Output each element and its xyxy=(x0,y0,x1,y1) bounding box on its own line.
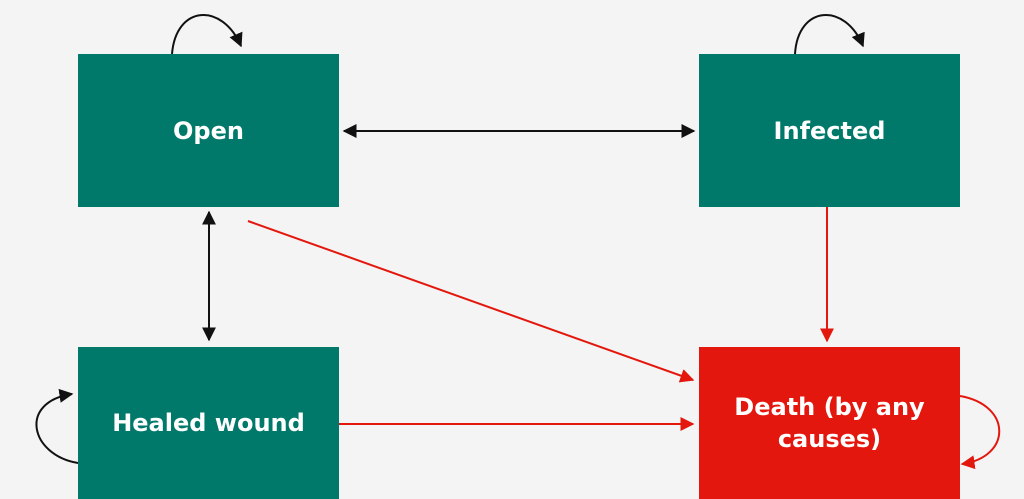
state-death: Death (by any causes) xyxy=(699,347,960,499)
state-healed-wound-label: Healed wound xyxy=(112,409,305,437)
open-death-arrow xyxy=(247,220,695,383)
state-open-label: Open xyxy=(173,116,244,145)
state-death-label: Death (by any causes) xyxy=(734,393,925,453)
state-open: Open xyxy=(78,54,339,207)
state-healed-wound: Healed wound xyxy=(78,347,339,499)
state-infected: Infected xyxy=(699,54,960,207)
infected-self-loop-arrow xyxy=(794,14,865,55)
death-self-loop-arrow xyxy=(959,395,1001,470)
state-infected-label: Infected xyxy=(773,116,886,145)
healed-self-loop-arrow xyxy=(35,388,79,464)
open-self-loop-arrow xyxy=(171,14,243,55)
